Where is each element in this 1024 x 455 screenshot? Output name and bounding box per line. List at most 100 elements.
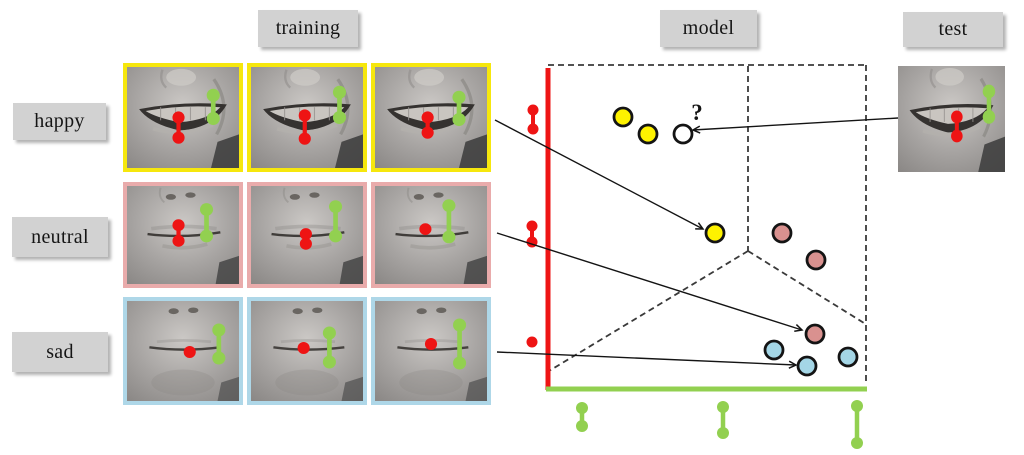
green-feature-marker-dot bbox=[199, 229, 214, 243]
nostril bbox=[309, 192, 320, 198]
projection-arrow-happy-to-model bbox=[494, 119, 705, 230]
red-feature-marker bbox=[299, 228, 312, 250]
nostril bbox=[168, 308, 179, 315]
red-feature-marker-dot bbox=[951, 110, 963, 124]
green-feature-marker-dot bbox=[322, 326, 336, 340]
mouth-illustration bbox=[395, 187, 487, 284]
red-feature-marker-dot bbox=[172, 219, 185, 232]
red-feature-marker-dot bbox=[183, 345, 196, 359]
nostril bbox=[413, 193, 424, 200]
red-feature-marker-dot bbox=[951, 129, 963, 143]
green-feature-marker bbox=[453, 318, 467, 370]
mouth-photo-happy bbox=[375, 67, 487, 168]
training-cell-neutral-2 bbox=[247, 182, 367, 288]
upper-lip-ridge bbox=[280, 338, 336, 344]
model-point-neutral bbox=[805, 249, 827, 271]
red-feature-marker-dot bbox=[172, 234, 185, 247]
chin-shade bbox=[275, 369, 339, 396]
mouth-photo-neutral bbox=[127, 186, 239, 284]
green-feature-marker-dot bbox=[322, 355, 336, 369]
red-axis-marker bbox=[526, 220, 538, 248]
neck-shadow bbox=[335, 134, 363, 168]
projection-arrow-sad-to-model bbox=[496, 351, 798, 369]
green-feature-marker bbox=[212, 323, 226, 365]
mouth-photo-sad bbox=[375, 301, 487, 401]
model-point-sad bbox=[837, 346, 859, 368]
label-row-sad: sad bbox=[12, 332, 108, 372]
nostril bbox=[188, 307, 199, 314]
green-feature-marker-dot bbox=[453, 356, 467, 370]
training-cell-sad-3 bbox=[371, 297, 491, 405]
green-feature-marker-dot bbox=[332, 85, 347, 99]
model-point-happy bbox=[637, 123, 659, 145]
red-feature-marker bbox=[172, 111, 185, 144]
red-feature-marker bbox=[419, 223, 432, 236]
red-axis-marker bbox=[526, 336, 538, 348]
mouth-photo-neutral bbox=[251, 186, 363, 284]
training-cell-happy-2 bbox=[247, 63, 367, 172]
nose-shadow bbox=[284, 69, 292, 89]
green-feature-marker bbox=[199, 203, 214, 243]
green-feature-marker-dot bbox=[452, 90, 466, 104]
green-feature-marker-dot bbox=[206, 111, 220, 126]
green-feature-marker bbox=[982, 84, 996, 124]
label-test: test bbox=[903, 12, 1003, 47]
label-row-neutral: neutral bbox=[12, 217, 108, 257]
label-row-happy: happy bbox=[13, 103, 106, 140]
green-feature-marker-dot bbox=[442, 199, 456, 212]
training-cell-sad-1 bbox=[123, 297, 243, 405]
green-feature-marker bbox=[329, 200, 343, 243]
decision-boundary bbox=[548, 250, 749, 372]
nose-shadow bbox=[282, 187, 289, 204]
green-axis-marker bbox=[576, 402, 588, 432]
green-axis-marker-dot bbox=[851, 400, 863, 412]
model-point-sad bbox=[763, 339, 785, 361]
green-feature-marker bbox=[452, 90, 466, 127]
green-axis-marker-dot bbox=[717, 401, 729, 413]
green-feature-marker-dot bbox=[206, 88, 220, 102]
red-feature-marker-dot bbox=[298, 109, 311, 122]
red-axis-marker-dot bbox=[526, 220, 538, 232]
upper-lip-ridge bbox=[398, 224, 465, 231]
red-feature-marker bbox=[298, 109, 311, 145]
green-feature-marker-dot bbox=[329, 229, 343, 243]
neck-shadow bbox=[465, 376, 487, 401]
green-feature-marker bbox=[442, 199, 456, 244]
nose-shadow bbox=[408, 69, 416, 89]
training-cell-happy-1 bbox=[123, 63, 243, 172]
green-feature-marker-dot bbox=[982, 110, 996, 124]
chin-shade bbox=[399, 369, 463, 396]
green-feature-marker bbox=[206, 88, 220, 126]
label-model: model bbox=[660, 10, 757, 47]
neck-shadow bbox=[463, 255, 487, 284]
neck-shadow bbox=[215, 255, 239, 284]
green-feature-marker bbox=[322, 326, 336, 369]
decision-boundary bbox=[747, 250, 865, 324]
neck-shadow bbox=[211, 134, 239, 168]
mouth-illustration bbox=[397, 307, 487, 401]
training-cell-sad-2 bbox=[247, 297, 367, 405]
nostril bbox=[312, 307, 323, 314]
red-feature-marker-dot bbox=[172, 131, 185, 144]
green-feature-marker bbox=[332, 85, 347, 125]
red-axis-marker-dot bbox=[526, 236, 538, 248]
model-point-query bbox=[672, 123, 694, 145]
mouth-line bbox=[149, 346, 221, 351]
mouth-photo-sad bbox=[251, 301, 363, 401]
green-axis-marker-dot bbox=[576, 420, 588, 432]
model-point-neutral bbox=[771, 222, 793, 244]
neck-shadow bbox=[339, 255, 363, 284]
nostril bbox=[416, 308, 427, 315]
red-feature-marker bbox=[172, 219, 185, 247]
mouth-line bbox=[395, 231, 469, 238]
red-feature-marker-dot bbox=[421, 111, 434, 124]
red-axis-marker-dot bbox=[527, 104, 539, 116]
lower-lip bbox=[276, 123, 338, 135]
query-mark: ? bbox=[691, 100, 703, 125]
red-feature-marker-dot bbox=[299, 228, 312, 240]
green-feature-marker-dot bbox=[329, 200, 343, 213]
mouth-photo-happy bbox=[127, 67, 239, 168]
red-feature-marker-dot bbox=[297, 341, 310, 355]
red-feature-marker bbox=[424, 337, 438, 351]
